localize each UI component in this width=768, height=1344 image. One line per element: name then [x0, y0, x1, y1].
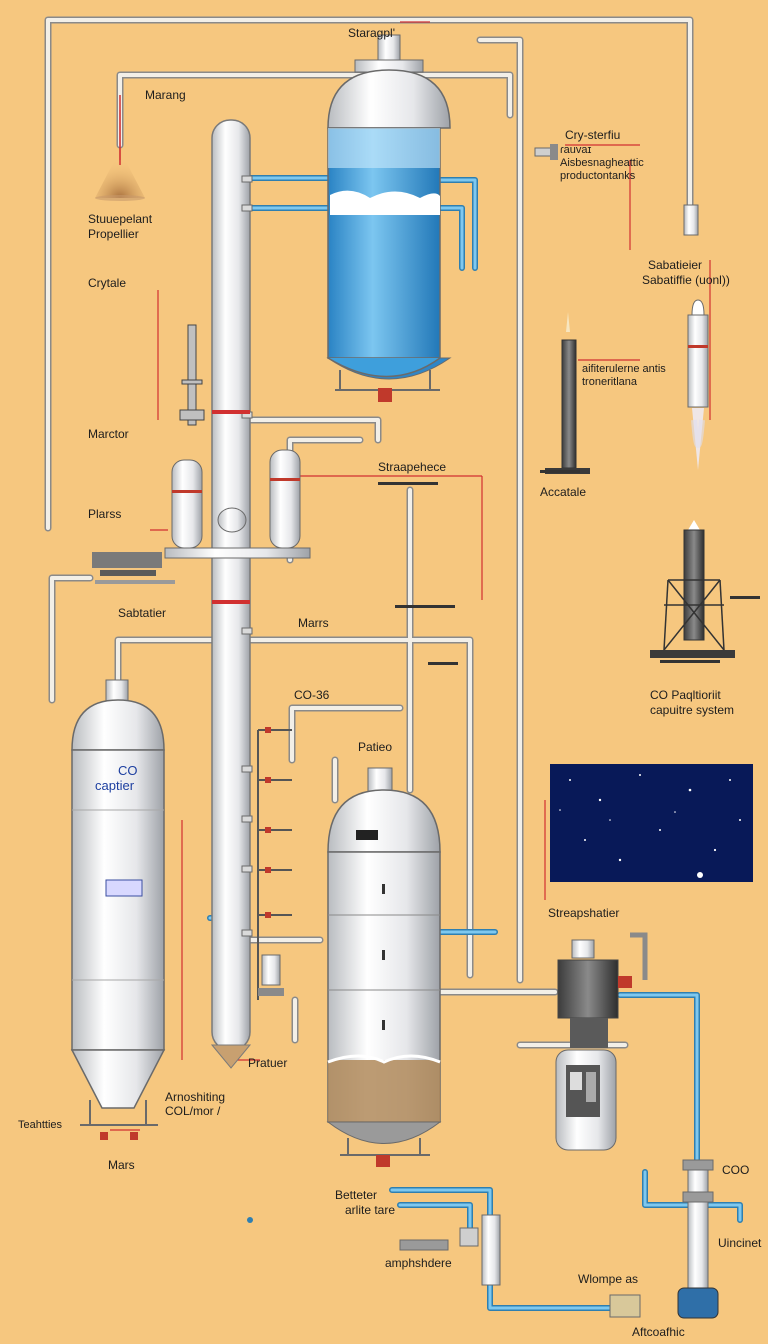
label-coo: COO [722, 1163, 750, 1177]
label-alternate-1: aifiterulerne antis [582, 363, 666, 375]
cooling-tower-pipe [677, 1159, 719, 1319]
label-cry-sterfiu-sub3: productontanks [560, 170, 636, 182]
label-alternate-2: troneritlana [582, 376, 638, 388]
label-streapshatier: Streapshatier [548, 906, 620, 920]
rocket-icon [687, 299, 709, 470]
label-cry-sterfiu-sub2: Aisbesnagheattic [560, 157, 644, 169]
label-propellant-2: Propellier [88, 227, 139, 241]
twin-vessels [164, 449, 311, 559]
label-betteter-1: Betteter [335, 1188, 378, 1202]
label-mars-bottom: Mars [108, 1158, 135, 1172]
storage-tank-top [326, 34, 452, 402]
label-teahtties: Teahtties [18, 1119, 63, 1131]
label-wlompe-as: Wlompe as [578, 1272, 639, 1286]
starfield-icon [550, 764, 753, 882]
label-mars-mid: Marrs [298, 616, 329, 630]
label-sabtatier: Sabtatier [118, 606, 167, 620]
label-marang: Marang [145, 88, 186, 102]
processing-tank [326, 767, 442, 1167]
label-co-paqltionit-2: capuitre system [650, 703, 735, 717]
label-accatale: Accatale [540, 485, 587, 499]
label-cry-sterfiu: Cry-sterfiu [565, 128, 621, 142]
label-co36: CO-36 [294, 688, 330, 702]
label-propellant-1: Stuuepelant [88, 212, 153, 226]
label-betteter-2: arlite tare [345, 1203, 396, 1217]
label-storage-top: Staragpl' [348, 26, 395, 40]
tag-markers [378, 470, 760, 665]
label-patieo: Patieo [358, 740, 393, 754]
launch-gantry [650, 520, 735, 658]
label-co-captier-2: captier [95, 778, 135, 793]
label-pratuer: Pratuer [248, 1056, 288, 1070]
label-cry-sterfiu-sub1: ɾauvaɪ [560, 144, 592, 156]
label-amphsdhere: amphshdere [385, 1256, 452, 1270]
label-atmos-1: Arnoshiting [165, 1090, 226, 1104]
label-aftcoafhic: Aftcoafhic [632, 1325, 685, 1339]
pratuer-valve [258, 954, 284, 996]
pipe-terminal [683, 204, 699, 236]
label-sabatier-r2: Sabatiffie (uonl)) [642, 273, 730, 287]
reactor-tower [179, 324, 205, 426]
co-captier-tank [70, 679, 166, 1140]
label-marctor: Marctor [88, 427, 129, 441]
label-sabatier-r1: Sabatieier [648, 258, 703, 272]
launch-tower-icon [545, 312, 590, 474]
plarss-machine [92, 552, 175, 584]
label-co-paqltionit-1: CO Paqltioriit [650, 688, 721, 702]
pump-assembly [399, 1214, 641, 1318]
cry-sterfiu-valve [534, 144, 558, 160]
label-uincinet: Uincinet [718, 1236, 762, 1250]
label-crytale: Crytale [88, 276, 127, 290]
spray-plume-icon [95, 95, 145, 201]
label-plarss: Plarss [88, 507, 122, 521]
label-co-captier-1: CO [118, 763, 138, 778]
streapshatier-unit [555, 932, 648, 1151]
label-atmos-2: COL/mor / [165, 1104, 221, 1118]
valve-ladder [257, 729, 292, 1000]
label-straapehece: Straapehece [378, 460, 447, 474]
central-column [210, 119, 253, 1069]
